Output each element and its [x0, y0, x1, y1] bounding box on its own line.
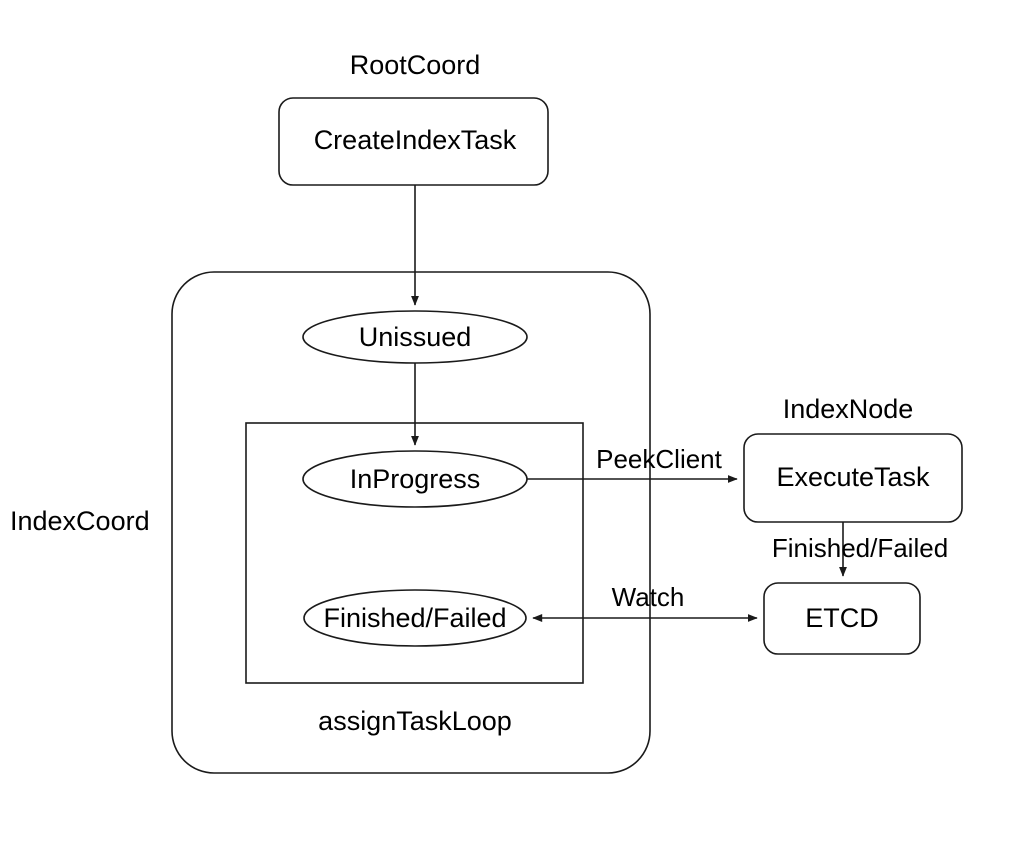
group-label-root-coord: RootCoord: [350, 50, 481, 80]
node-execute-task[interactable]: [743, 433, 963, 523]
node-label-execute-task: ExecuteTask: [776, 462, 930, 492]
node-label-finished-failed: Finished/Failed: [323, 603, 506, 633]
group-label-index-node: IndexNode: [783, 394, 914, 424]
edge-label-peek-client: PeekClient: [596, 444, 723, 474]
node-label-in-progress: InProgress: [350, 464, 481, 494]
node-create-index-task[interactable]: [278, 97, 549, 186]
edge-label-finished-failed: Finished/Failed: [772, 533, 948, 563]
node-etcd[interactable]: [763, 582, 921, 655]
edge-label-watch: Watch: [612, 582, 685, 612]
node-label-create-index-task: CreateIndexTask: [314, 125, 517, 155]
node-finished-failed[interactable]: [303, 589, 527, 647]
node-label-unissued: Unissued: [359, 322, 472, 352]
group-label-index-coord: IndexCoord: [10, 506, 150, 536]
node-label-etcd: ETCD: [805, 603, 879, 633]
group-label-assign-task-loop: assignTaskLoop: [318, 706, 512, 736]
index-coord-container: [171, 271, 651, 774]
